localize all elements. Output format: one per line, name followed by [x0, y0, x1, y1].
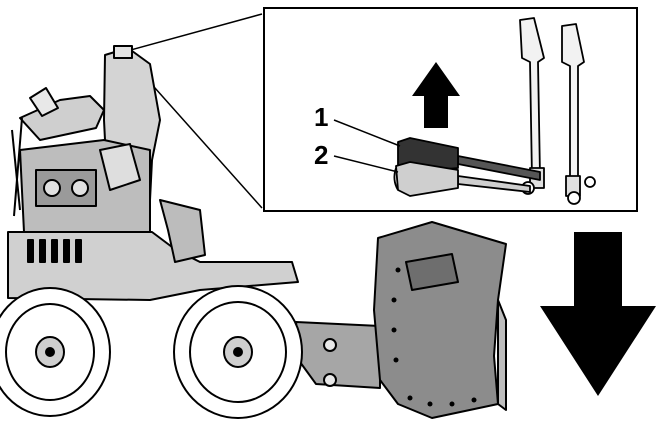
blade-bolts	[391, 267, 477, 407]
callout-2: 2	[314, 140, 328, 170]
snow-blade	[373, 221, 507, 419]
blade-lever-lowered	[393, 161, 531, 197]
rear-wheel	[0, 287, 111, 417]
callout-leaders	[333, 119, 401, 173]
blade-push-frame	[295, 321, 381, 389]
handlebar-grip	[29, 87, 59, 117]
blade-edge	[497, 299, 507, 411]
blade-surface	[373, 221, 507, 419]
front-wheel	[173, 285, 303, 419]
handlebar-left	[19, 95, 105, 141]
blade-panel	[405, 253, 459, 291]
blade-linkage-arm	[159, 199, 206, 263]
arrow-down-icon	[540, 232, 656, 396]
callout-1: 1	[314, 102, 328, 132]
inset-detail-box: 1 2	[263, 7, 638, 212]
arrow-up-icon	[412, 62, 460, 128]
tractor-machine	[7, 45, 381, 389]
tower-cap	[113, 45, 133, 59]
vent-slots	[27, 239, 82, 263]
